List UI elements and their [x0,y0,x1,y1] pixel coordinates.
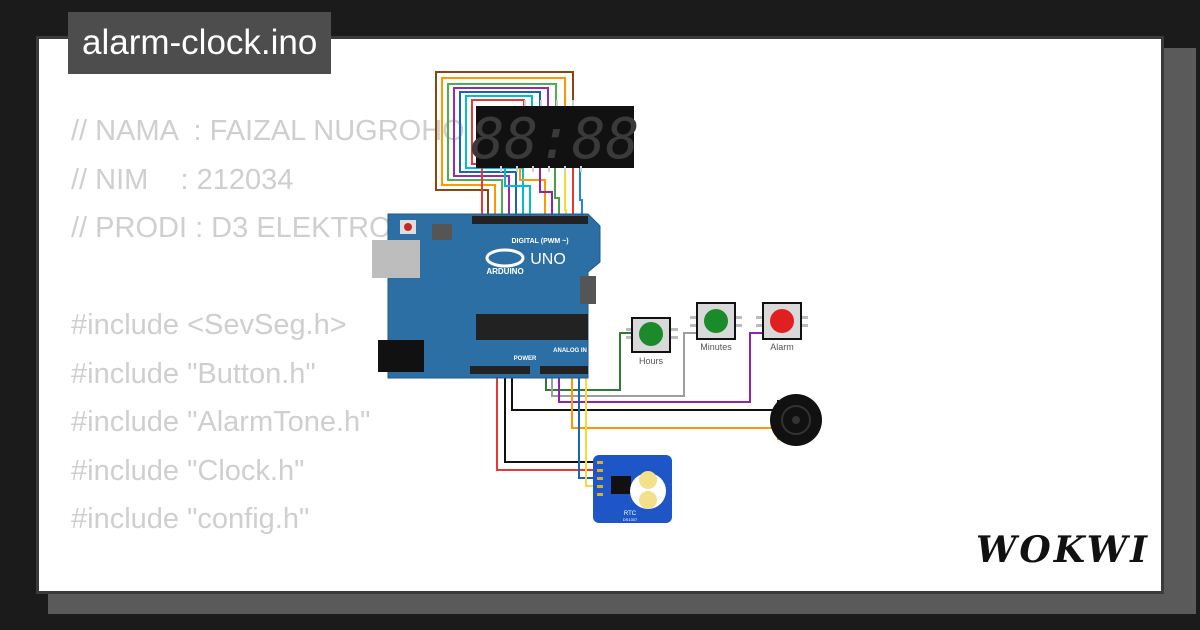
board-brand-label: ARDUINO [486,267,523,276]
code-line: #include <SevSeg.h> [71,309,347,341]
rtc-chip-label: DS1307 [623,517,638,522]
display-body [476,106,634,168]
power-header [470,366,530,374]
analog-label: ANALOG IN [553,348,587,354]
rtc-chip [611,476,631,494]
seven-segment-display[interactable]: 88:88 [471,100,640,172]
wires [435,71,779,487]
code-preview: // NAMA : FAIZAL NUGROHO// NIM : 212034/… [71,107,465,591]
digital-label: DIGITAL (PWM ~) [511,238,568,245]
button-hours[interactable]: Hours [626,317,678,366]
button-hours-label: Hours [639,356,664,366]
arduino-infinity-icon [485,248,525,268]
button-alarm[interactable]: Alarm [756,302,808,352]
usb-port [372,240,420,278]
code-line: #include "config.h" [71,503,310,535]
button-alarm-cap [770,309,794,333]
button-minutes-cap [704,309,728,333]
code-line: #include "Clock.h" [71,454,305,487]
icsp-header [432,224,452,240]
wokwi-logo: WOKWI [976,529,1150,571]
display-digits: 88:88 [471,107,640,172]
side-header [580,276,596,304]
button-minutes[interactable]: Minutes [690,302,742,352]
power-label: POWER [514,356,537,362]
atmega-chip [476,314,588,340]
buzzer[interactable] [770,394,822,446]
board-model-label: UNO [530,251,566,268]
button-hours-cap [639,322,663,346]
rtc-label: RTC [624,511,637,517]
wokwi-wordmark: WOKWI [976,529,1150,571]
code-line: // NIM : 212034 [71,163,294,196]
power-jack [378,340,424,372]
digital-header [472,216,588,224]
code-line: // NAMA : FAIZAL NUGROHO [71,115,465,147]
reset-button-cap [404,223,412,231]
code-line: #include "Button.h" [71,357,316,390]
analog-header [540,366,588,374]
arduino-uno-board[interactable]: DIGITAL (PWM ~) UNO ARDUINO POWER ANALOG… [372,213,601,379]
button-alarm-label: Alarm [770,342,794,352]
code-line: #include "AlarmTone.h" [71,406,371,438]
rtc-module[interactable]: RTC DS1307 [593,455,672,523]
button-minutes-label: Minutes [700,342,732,352]
sketch-title: alarm-clock.ino [68,12,332,74]
